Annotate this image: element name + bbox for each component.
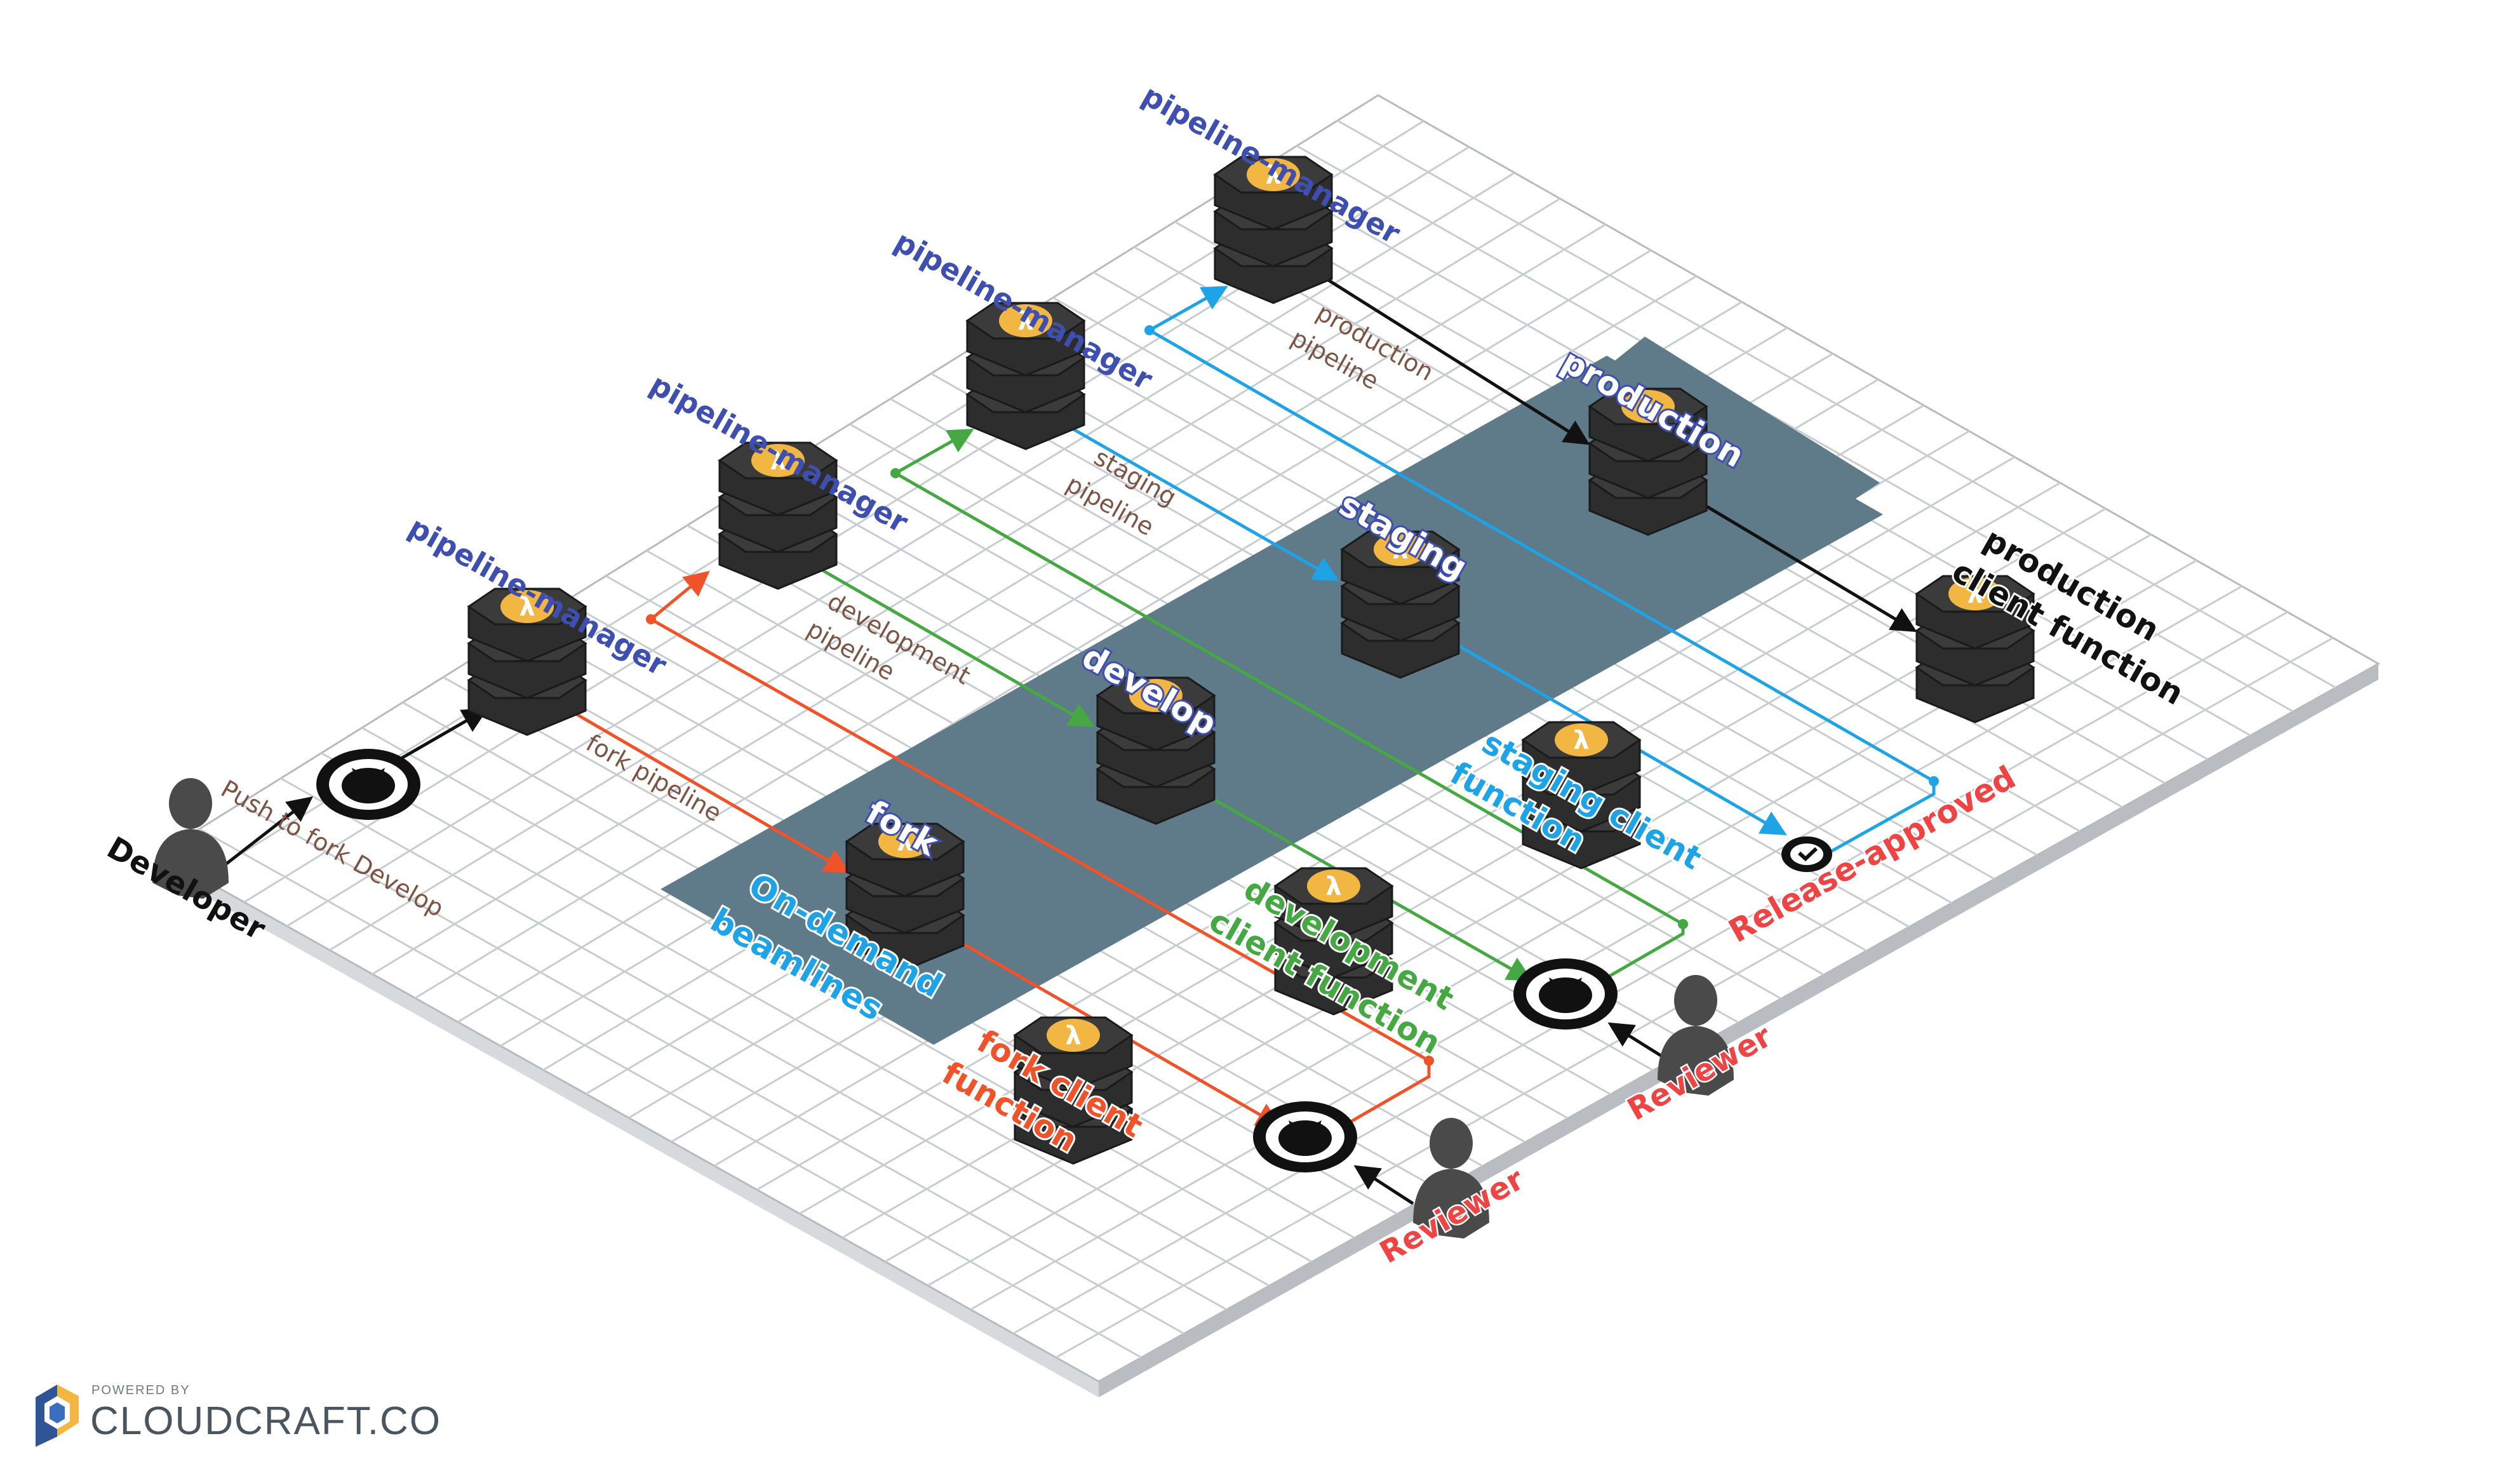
- connector-line: [1353, 1165, 1414, 1205]
- connector-line: [1066, 424, 1339, 581]
- lambda-icon: λ: [1374, 533, 1427, 566]
- connector-line: [1607, 1022, 1665, 1059]
- connector-line: [894, 429, 974, 475]
- svg-text:λ: λ: [1148, 682, 1163, 711]
- lambda-icon: λ: [1129, 679, 1183, 712]
- connector-joint: [646, 614, 656, 624]
- github-icon[interactable]: [1253, 1101, 1357, 1172]
- production-client-function-node[interactable]: λ: [1915, 575, 2035, 723]
- svg-text:λ: λ: [770, 446, 786, 476]
- develop-node[interactable]: λ: [1096, 676, 1216, 825]
- svg-text:λ: λ: [1573, 726, 1589, 755]
- connector-joint: [890, 468, 901, 478]
- lambda-icon: λ: [1047, 1019, 1100, 1052]
- connector-joint: [1678, 919, 1688, 929]
- svg-text:λ: λ: [1967, 580, 1983, 609]
- connector-line: [1148, 286, 1228, 332]
- pipeline-manager-4-node[interactable]: λ: [1213, 156, 1334, 304]
- check-icon: [1781, 836, 1832, 872]
- connector-line: [818, 567, 1095, 727]
- grid-line: [1012, 611, 2288, 1334]
- svg-text:λ: λ: [1017, 307, 1033, 336]
- grid-line: [414, 249, 1652, 999]
- grid-line: [756, 456, 2016, 1191]
- fork-node[interactable]: λ: [845, 822, 965, 971]
- user-icon: [1658, 975, 1734, 1096]
- connector-joint: [1144, 325, 1155, 335]
- production-node[interactable]: λ: [1588, 387, 1708, 536]
- grid-line: [970, 585, 2242, 1311]
- connector-line: [570, 709, 850, 874]
- cloudcraft-brand: POWERED BY CLOUDCRAFT.CO: [30, 1378, 440, 1448]
- connector-joint: [1929, 776, 1939, 786]
- svg-text:λ: λ: [519, 593, 535, 622]
- connector-line: [1682, 490, 1917, 633]
- lambda-icon: λ: [878, 825, 932, 858]
- staging-node[interactable]: λ: [1340, 530, 1461, 679]
- grid-line: [799, 481, 2061, 1215]
- grid-line: [286, 171, 1515, 927]
- user-icon: [1413, 1118, 1489, 1239]
- github-icon[interactable]: [1513, 958, 1618, 1030]
- connector-line: [1148, 328, 1935, 783]
- pipeline-manager-1-node[interactable]: λ: [467, 588, 587, 736]
- lambda-icon: λ: [1555, 723, 1608, 756]
- fork-client-function-node[interactable]: λ: [1013, 1016, 1134, 1165]
- connector-line: [221, 796, 313, 868]
- lambda-icon: λ: [751, 444, 805, 477]
- grid-line: [372, 224, 1606, 975]
- svg-text:λ: λ: [1065, 1021, 1081, 1051]
- lambda-icon: λ: [500, 590, 554, 623]
- staging-client-function-node[interactable]: λ: [1521, 721, 1642, 869]
- github-icon[interactable]: [316, 749, 420, 820]
- powered-by-text: POWERED BY: [91, 1383, 191, 1397]
- connector-line: [1326, 278, 1590, 445]
- pipeline-manager-3-node[interactable]: λ: [965, 302, 1086, 450]
- connector-line: [1345, 1061, 1431, 1126]
- lambda-icon: λ: [1247, 158, 1300, 191]
- lambda-icon: λ: [1307, 869, 1360, 903]
- svg-text:λ: λ: [897, 828, 913, 857]
- lambda-icon: λ: [999, 304, 1052, 337]
- user-icon: [152, 778, 229, 899]
- svg-text:λ: λ: [1265, 161, 1281, 190]
- svg-text:λ: λ: [1392, 535, 1408, 565]
- lambda-icon: λ: [1621, 390, 1675, 423]
- svg-text:λ: λ: [1640, 393, 1656, 422]
- grid-line: [329, 198, 1561, 951]
- development-client-function-node[interactable]: λ: [1273, 867, 1394, 1016]
- brand-name: CLOUDCRAFT.CO: [90, 1399, 442, 1443]
- svg-text:λ: λ: [1325, 872, 1341, 901]
- nodes: λ λ λ λ λ λ λ λ λ λ λ λ: [152, 156, 2035, 1239]
- connector-joint: [1424, 1056, 1434, 1066]
- grid-line: [457, 275, 1697, 1023]
- pipeline-manager-2-node[interactable]: λ: [718, 441, 838, 590]
- connector-line: [650, 570, 710, 621]
- lambda-icon: λ: [1948, 577, 2002, 610]
- connector-line: [399, 708, 488, 761]
- cloudcraft-logo-icon: [36, 1385, 79, 1447]
